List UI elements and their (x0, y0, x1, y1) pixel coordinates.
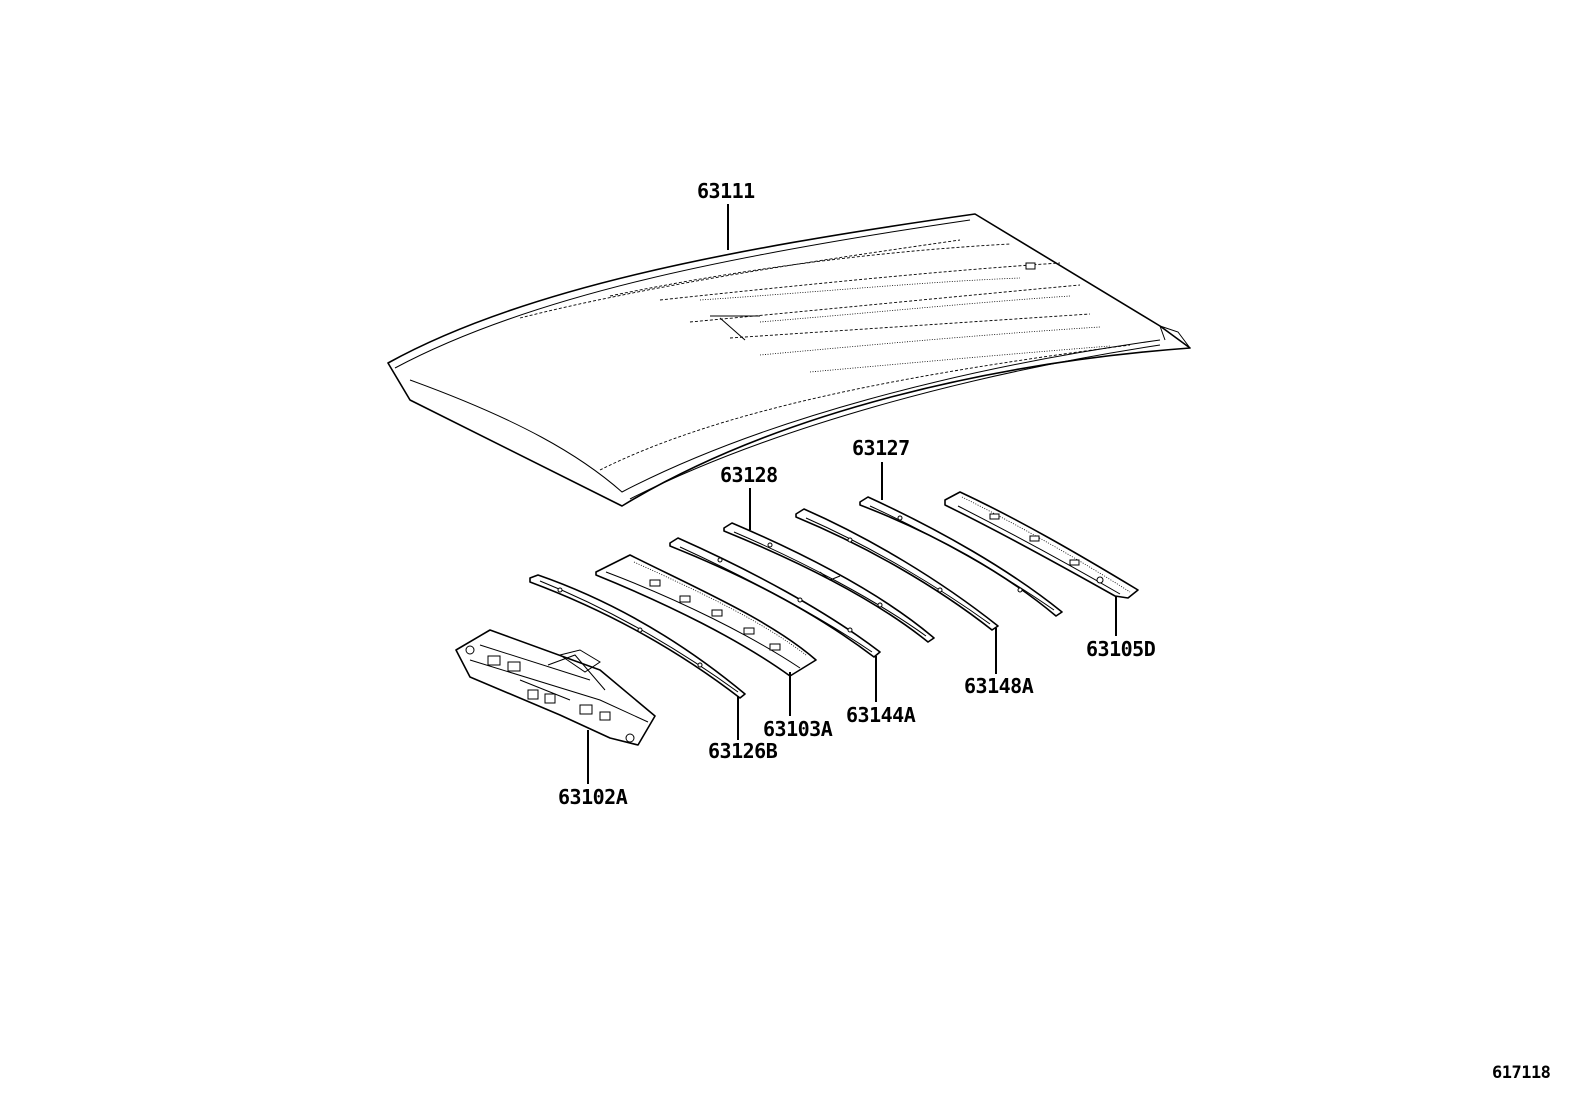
label-63144a: 63144A (846, 703, 916, 727)
label-63102a: 63102A (558, 785, 628, 809)
rear-header-panel[interactable] (944, 491, 1139, 599)
label-63103a: 63103A (763, 717, 833, 741)
roof-bow-63144a[interactable] (669, 537, 881, 658)
label-63126b: 63126B (708, 739, 778, 763)
label-63127: 63127 (852, 436, 910, 460)
roof-bow-63126b[interactable] (529, 574, 746, 699)
roof-panel-reinforcement-63103a[interactable] (595, 554, 817, 677)
front-header-panel[interactable] (455, 629, 656, 746)
leader-lines (587, 204, 1117, 784)
roof-bow-63127[interactable] (859, 496, 1063, 617)
label-63111: 63111 (697, 179, 755, 203)
roof-panel[interactable] (387, 213, 1191, 507)
part-labels: 63111 63102A 63126B 63103A 63128 63144A … (558, 179, 1551, 1083)
roof-bow-63128[interactable] (723, 522, 935, 643)
diagram-id: 617118 (1492, 1063, 1551, 1083)
label-63105d: 63105D (1086, 637, 1156, 661)
label-63128: 63128 (720, 463, 778, 487)
label-63148a: 63148A (964, 674, 1034, 698)
